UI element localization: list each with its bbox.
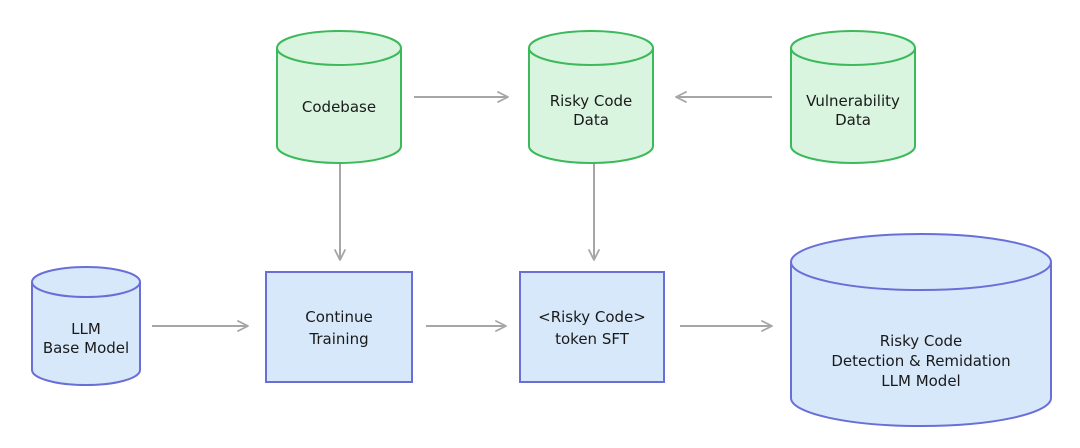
final-model-label-line-1: Risky Code [880,332,963,350]
edges [152,91,773,332]
vulnerability-data-cylinder: Vulnerability Data [790,30,916,164]
vulnerability-data-label-line-1: Vulnerability [806,92,900,110]
continue-training-label-line-2: Training [308,330,368,348]
llm-base-label-line-2: Base Model [43,339,129,357]
risky-token-sft-label-line-2: token SFT [555,330,630,348]
final-model-label-line-2: Detection & Remidation [831,352,1010,370]
llm-base-label-line-1: LLM [71,320,101,338]
codebase-cylinder: Codebase [276,30,402,164]
risky-code-data-label-line-2: Data [573,111,609,129]
continue-training-box: Continue Training [265,271,413,383]
final-model-label-line-3: LLM Model [881,372,960,390]
risky-token-sft-label-line-1: <Risky Code> [538,308,646,326]
continue-training-label-line-1: Continue [305,308,372,326]
final-model-cylinder: Risky Code Detection & Remidation LLM Mo… [790,233,1052,427]
llm-base-model-cylinder: LLM Base Model [31,266,141,386]
risky-token-sft-box: <Risky Code> token SFT [519,271,665,383]
risky-code-data-cylinder: Risky Code Data [528,30,654,164]
vulnerability-data-label-line-2: Data [835,111,871,129]
risky-code-data-label-line-1: Risky Code [550,92,633,110]
codebase-label-line-1: Codebase [302,98,376,116]
